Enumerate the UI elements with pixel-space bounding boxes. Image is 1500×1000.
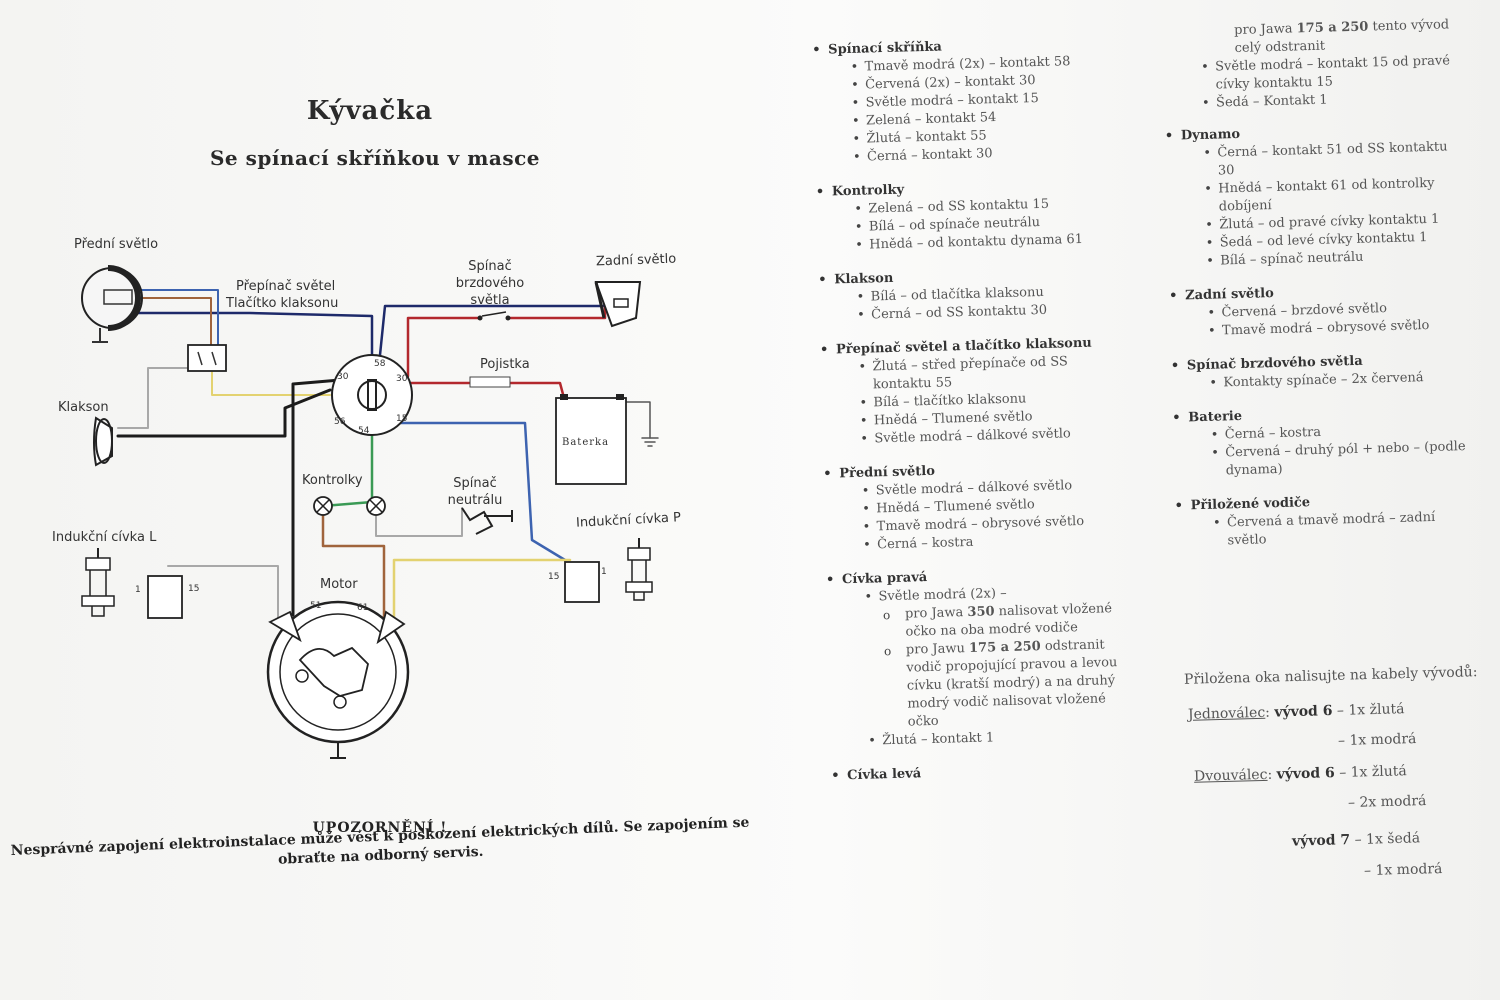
battery-ground	[624, 401, 651, 439]
terminal-58: 58	[374, 359, 386, 369]
label-horn-button: Tlačítko klaksonu	[226, 296, 339, 311]
label-brake-switch: Spínač brzdového světla	[455, 259, 525, 308]
wire-yellow-switch	[211, 371, 331, 396]
wire-red-battery	[406, 381, 566, 400]
label-light-switch: Přepínač světel	[236, 279, 336, 294]
rear-light-icon	[594, 281, 642, 328]
section-light-switch: Přepínač světel a tlačítko klaksonu Žlut…	[816, 334, 1129, 450]
wire-light-blue-front	[134, 289, 219, 349]
right-induction-coil-icon	[564, 538, 653, 603]
ignition-switch-icon	[331, 354, 413, 436]
wire-white-horn	[117, 367, 199, 429]
section-horn: Klakson Bílá – od tlačítka klaksonuČerná…	[814, 264, 1125, 326]
terminal-51: 51	[310, 601, 322, 611]
wire-grey-coil	[167, 565, 279, 621]
terminal-left-15: 15	[188, 584, 200, 594]
section-indicators: Kontrolky Zelená – od SS kontaktu 15Bílá…	[812, 176, 1124, 256]
label-neutral-switch: Spínač neutrálu	[447, 476, 503, 508]
note-double-out7: vývod 7 – 1x šedá	[1291, 830, 1421, 850]
section-front-light: Přední světlo Světle modrá – dálkové svě…	[819, 458, 1131, 556]
wire-red-rear	[508, 304, 607, 320]
section-rear-light: Zadní světlo Červená – brzdové světloTma…	[1165, 280, 1466, 342]
front-light-icon	[81, 265, 143, 343]
neutral-switch-icon	[461, 507, 513, 535]
terminal-54: 54	[358, 426, 370, 436]
wire-brown-front	[134, 297, 212, 349]
label-motor: Motor	[320, 577, 358, 592]
battery-ground-symbol	[641, 437, 659, 447]
note-double-v2: – 2x modrá	[1347, 792, 1427, 812]
section-supplied-wires: Přiložené vodiče Červená a tmavě modrá –…	[1170, 490, 1471, 552]
label-rear-light: Zadní světlo	[595, 251, 677, 270]
battery-icon	[555, 394, 627, 485]
terminal-30-left: 30	[337, 372, 349, 382]
section-dynamo: Dynamo Černá – kontakt 51 od SS kontaktu…	[1161, 120, 1465, 272]
label-left-coil: Indukční cívka L	[52, 530, 157, 545]
page-title: Kývačka	[306, 96, 434, 126]
note-single-v2: – 1x modrá	[1337, 730, 1417, 750]
wire-light-blue-coil	[398, 421, 567, 562]
brake-switch-icon	[477, 311, 511, 321]
section-ignition-box: Spínací skříňka Tmavě modrá (2x) – konta…	[808, 34, 1121, 168]
wiring-list-column-1: Spínací skříňka Tmavě modrá (2x) – konta…	[808, 34, 1138, 802]
wire-black-horn	[116, 388, 332, 438]
horn-icon	[93, 416, 113, 467]
note-double-v4: – 1x modrá	[1363, 860, 1443, 880]
label-indicators: Kontrolky	[302, 473, 363, 488]
terminal-61: 61	[357, 603, 369, 613]
label-battery: Baterka	[562, 437, 610, 448]
terminal-right-15: 15	[548, 572, 560, 582]
wiring-diagram	[81, 265, 659, 759]
terminal-15: 15	[396, 414, 408, 424]
wire-green-indicators	[321, 428, 374, 508]
terminal-30-right: 30	[396, 374, 408, 384]
dynamo-motor-icon	[266, 600, 410, 759]
section-coil-right: Cívka pravá Světle modrá (2x) – pro Jawa…	[822, 564, 1137, 752]
label-fuse: Pojistka	[480, 357, 530, 372]
wire-dark-blue-rear	[378, 304, 612, 357]
indicator-lamps-icon	[313, 496, 386, 516]
wire-brown-dynamo	[321, 513, 386, 627]
terminal-right-1: 1	[601, 567, 607, 577]
section-battery: Baterie Černá – kostraČervená – druhý pó…	[1168, 402, 1470, 482]
light-switch-icon	[187, 344, 227, 372]
wire-white-neutral	[375, 507, 463, 537]
wire-black-dynamo	[291, 378, 342, 617]
warning-title: UPOZORNĚNÍ !	[312, 820, 448, 836]
section-coil-left: Cívka levá	[827, 760, 1137, 786]
left-induction-coil-icon	[81, 548, 183, 619]
fuse-icon	[469, 376, 511, 388]
page-subtitle: Se spínací skříňkou v masce	[209, 146, 541, 170]
label-front-light: Přední světlo	[74, 237, 159, 252]
terminal-56: 56	[334, 417, 346, 427]
label-horn: Klakson	[58, 400, 109, 415]
section-brake-switch: Spínač brzdového světla Kontakty spínače…	[1167, 350, 1468, 394]
wiring-list-column-2: pro Jawa 175 a 250 tento vývod celý odst…	[1158, 16, 1472, 568]
section-coil-left-continued: pro Jawa 175 a 250 tento vývod celý odst…	[1158, 16, 1460, 114]
wire-dark-blue-front	[128, 311, 374, 357]
wire-yellow-coil	[392, 558, 572, 632]
terminal-left-1: 1	[135, 585, 141, 595]
wire-red-brake	[406, 316, 480, 378]
